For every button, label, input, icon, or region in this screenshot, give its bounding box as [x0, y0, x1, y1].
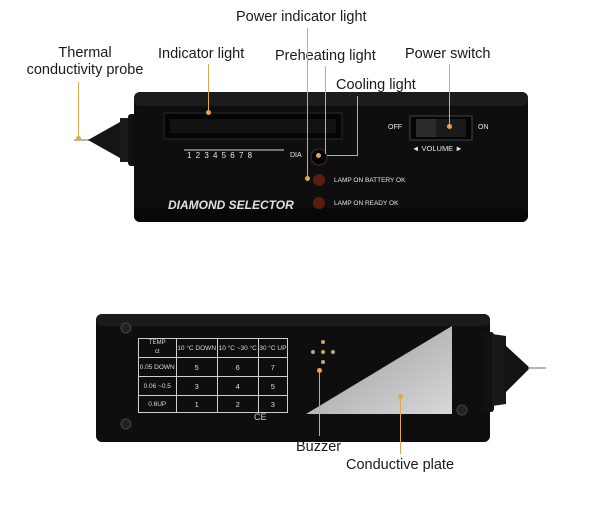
callout-buzzer: Buzzer	[296, 439, 342, 455]
leader-dot	[76, 136, 81, 141]
switch-on-label: ON	[478, 124, 489, 131]
callout-power-switch: Power switch	[405, 46, 491, 62]
ce-mark: CE	[254, 412, 267, 422]
scale-numbers: 12345678	[187, 151, 257, 160]
device-front-body	[74, 92, 528, 222]
switch-off-label: OFF	[388, 124, 402, 131]
callout-power-indicator-light: Power indicator light	[236, 9, 367, 25]
table-cell: 3	[257, 395, 289, 413]
table-cell: 4	[216, 376, 259, 396]
callout-thermal-probe: Thermal conductivity probe	[26, 45, 144, 78]
table-cell: 3	[175, 376, 218, 396]
callout-cooling-light: Cooling light	[336, 77, 416, 93]
table-header: 10 °C ~30 °C	[216, 338, 259, 358]
leader-dot	[398, 394, 403, 399]
leader-dot	[206, 110, 211, 115]
leader-dot	[305, 176, 310, 181]
leader-buzzer	[319, 372, 320, 436]
table-cell: 2	[216, 395, 259, 413]
leader-power-switch	[449, 64, 450, 126]
lamp-ready-label: LAMP ON READY OK	[334, 200, 399, 207]
table-cell: 7	[257, 357, 289, 377]
leader-cooling-h	[327, 155, 358, 156]
table-cell: 1	[175, 395, 218, 413]
leader-dot	[447, 124, 452, 129]
lamp-battery-label: LAMP ON BATTERY OK	[334, 177, 406, 184]
leader-cooling-v	[357, 96, 358, 156]
table-cell: 6	[216, 357, 259, 377]
brand-label: DIAMOND SELECTOR	[168, 198, 294, 212]
table-row-label: 0.05 DOWN	[138, 357, 177, 377]
leader-dot	[316, 153, 321, 158]
leader-preheating	[325, 66, 326, 154]
table-cell: 5	[257, 376, 289, 396]
volume-label: ◄ VOLUME ►	[412, 144, 463, 153]
table-row-label: 0.6UP	[138, 395, 177, 413]
device-front: 12345678 DIA OFF ON ◄ VOLUME ► LAMP ON B…	[0, 0, 600, 260]
device-back-body	[96, 314, 546, 442]
callout-preheating-light: Preheating light	[275, 48, 376, 64]
leader-conductive-plate	[400, 398, 401, 454]
leader-indicator-light	[208, 64, 209, 112]
leader-thermal-probe	[78, 82, 79, 138]
callout-conductive-plate: Conductive plate	[346, 457, 455, 473]
leader-power-indicator	[307, 28, 308, 178]
dia-label: DIA	[290, 152, 302, 159]
table-header: 10 °C DOWN	[175, 338, 218, 358]
leader-dot	[317, 368, 322, 373]
callout-indicator-light: Indicator light	[158, 46, 245, 62]
table-row-label: 0.06 ~0.5	[138, 376, 177, 396]
table-cell: 5	[175, 357, 218, 377]
table-header: 30 °C UP	[257, 338, 289, 358]
